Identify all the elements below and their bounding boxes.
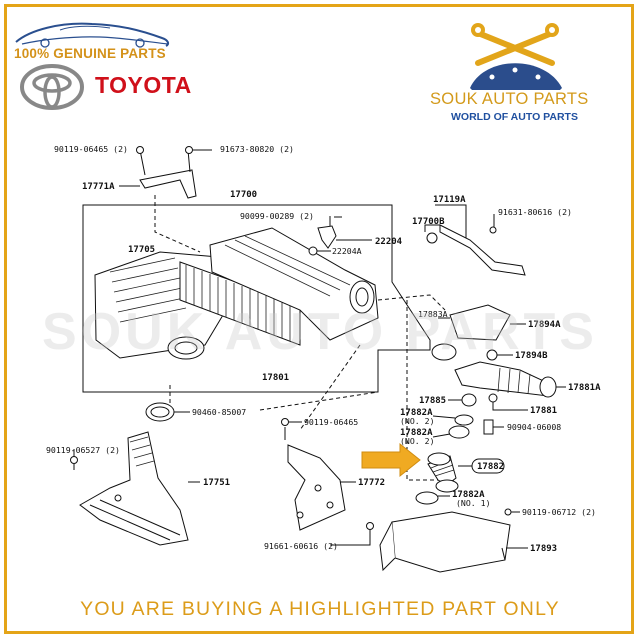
resonator-17893 (379, 511, 511, 573)
callout-label: 90904-06008 (507, 422, 561, 432)
callout-label: 90119-06465 (304, 417, 358, 427)
toyota-emblem-icon (20, 64, 84, 110)
callout-label: 22204 (375, 237, 403, 247)
callout-label: 90460-85007 (192, 407, 246, 417)
callout-label: 17882A (452, 490, 485, 500)
callout-label: 17883A (418, 309, 448, 319)
callout-label: 17705 (128, 245, 155, 255)
callout-label: 90119-06465 (2) (54, 144, 128, 154)
callout-label: 17894A (528, 320, 561, 330)
watermark: SOUK AUTO PARTS (42, 303, 598, 361)
shop-tagline: WORLD OF AUTO PARTS (451, 111, 578, 123)
callout-label: 17700 (230, 190, 257, 200)
callout-label: 91661-60616 (2) (264, 541, 338, 551)
callout-label: (NO. 2) (400, 416, 435, 426)
highlighted-part-notice: YOU ARE BUYING A HIGHLIGHTED PART ONLY (80, 598, 560, 620)
callout-label: 17700B (412, 217, 445, 227)
brand-name: TOYOTA (95, 72, 192, 98)
callout-label: 91631-80616 (2) (498, 207, 572, 217)
inlet-duct (79, 431, 200, 546)
genuine-parts-tagline: 100% GENUINE PARTS (14, 46, 166, 61)
callout-label: (NO. 1) (456, 498, 491, 508)
highlighted-part-label: 17882 (477, 462, 504, 472)
callout-label: 17885 (419, 396, 446, 406)
highlight-arrow-icon (361, 442, 421, 478)
crossed-wrenches-icon (470, 23, 562, 90)
callout-label: 17801 (262, 373, 289, 383)
callout-label: 17771A (82, 182, 115, 192)
callout-label: 22204A (332, 246, 362, 256)
callout-label: 17119A (433, 195, 466, 205)
callout-label: 17882A (400, 408, 433, 418)
callout-label: 17772 (358, 478, 385, 488)
callout-label: 17894B (515, 351, 548, 361)
callout-label: 17893 (530, 544, 557, 554)
callout-label: 91673-80820 (2) (220, 144, 294, 154)
air-cleaner-cap (209, 227, 379, 341)
callout-label: 17881 (530, 406, 557, 416)
callout-label: (NO. 2) (400, 436, 435, 446)
callout-label: 17751 (203, 478, 230, 488)
callout-label: 17881A (568, 383, 601, 393)
bracket-17772 (287, 444, 346, 531)
callout-label: 90099-00289 (2) (240, 211, 314, 221)
highlighted-hose-17882 (427, 452, 505, 493)
car-silhouette-icon (15, 22, 170, 48)
callout-label: 90119-06527 (2) (46, 445, 120, 455)
callout-label: 90119-06712 (2) (522, 507, 596, 517)
callout-label: 17882A (400, 428, 433, 438)
shop-name: SOUK AUTO PARTS (430, 90, 589, 108)
